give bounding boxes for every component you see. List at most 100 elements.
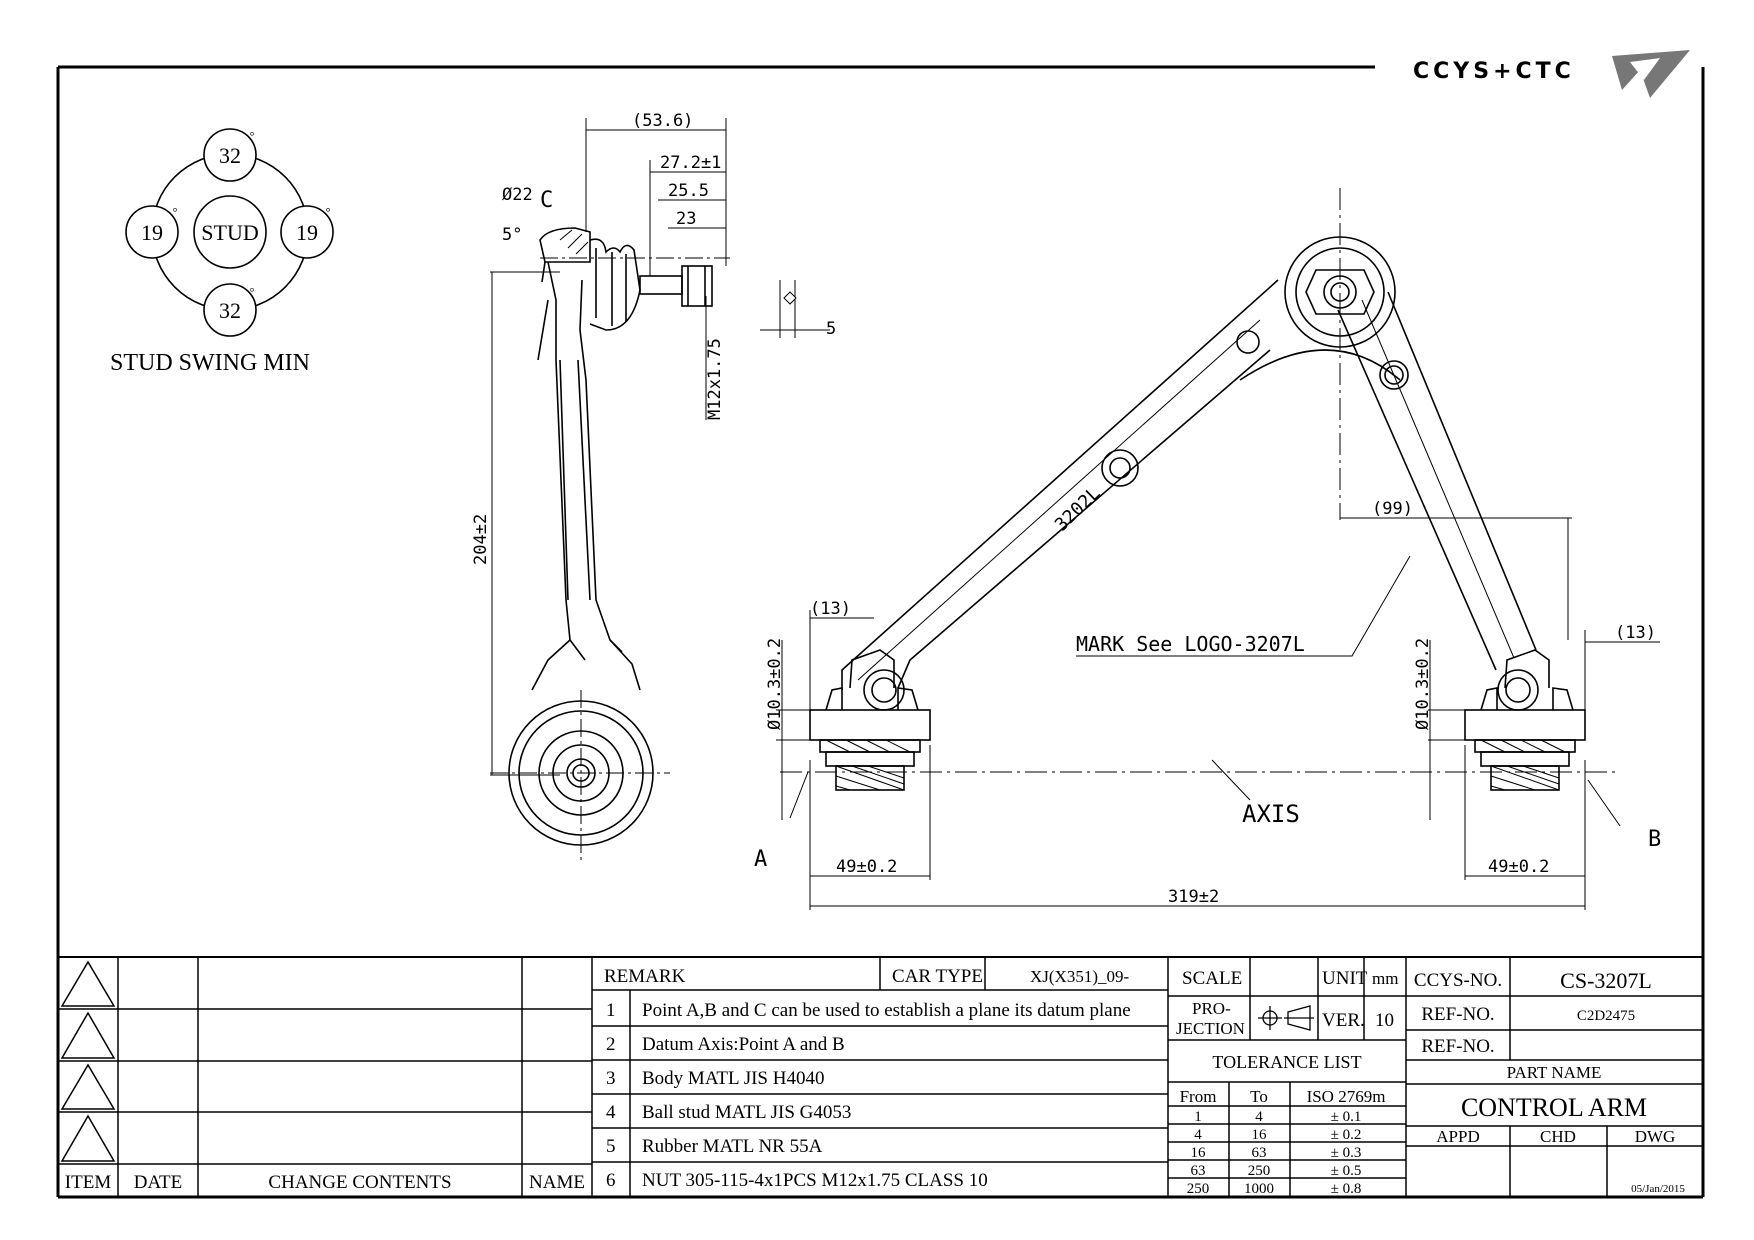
svg-text:Rubber MATL NR 55A: Rubber MATL NR 55A (642, 1136, 823, 1157)
spec-text: SCALE UNIT mm PRO- JECTION VER. 10 TOLER… (1176, 968, 1398, 1072)
svg-text:Point A,B and C can be used to: Point A,B and C can be used to establish… (642, 1000, 1131, 1021)
svg-text:To: To (1250, 1087, 1268, 1106)
svg-text:B: B (1648, 827, 1661, 852)
svg-text:Datum Axis:Point A and B: Datum Axis:Point A and B (642, 1034, 845, 1055)
svg-text:250: 250 (1248, 1163, 1271, 1179)
svg-text:± 0.2: ± 0.2 (1331, 1127, 1362, 1143)
svg-text:°: ° (173, 205, 178, 219)
side-view-dim-text: (53.6) 27.2±1 25.5 23 Ø22 5° C M12x1.75 … (471, 111, 836, 565)
side-view-dimensions (490, 118, 830, 776)
swing-right: 19 (296, 220, 318, 245)
spec-block (1168, 957, 1407, 1197)
drawing-date: 05/Jan/2015 (1631, 1183, 1685, 1195)
swing-top: 32 (219, 143, 241, 168)
swing-center: STUD (201, 220, 258, 245)
svg-text:5°: 5° (502, 225, 522, 245)
svg-text:± 0.1: ± 0.1 (1331, 1109, 1362, 1125)
remark-list: 1 Point A,B and C can be used to establi… (606, 1000, 1131, 1191)
svg-text:(13): (13) (1615, 623, 1656, 643)
svg-text:1000: 1000 (1244, 1181, 1274, 1197)
car-type-value: XJ(X351)_09- (1030, 967, 1129, 986)
title-block (1406, 957, 1703, 1197)
svg-text:AXIS: AXIS (1242, 800, 1300, 828)
svg-text:SCALE: SCALE (1182, 968, 1242, 989)
swing-bottom: 32 (219, 298, 241, 323)
svg-text:3202L: 3202L (1051, 483, 1105, 536)
svg-text:TOLERANCE LIST: TOLERANCE LIST (1212, 1052, 1361, 1072)
svg-text:PRO-: PRO- (1192, 999, 1231, 1018)
side-view-drawing (490, 227, 730, 860)
svg-text:(99): (99) (1372, 499, 1413, 519)
stud-swing-caption: STUD SWING MIN (110, 350, 310, 376)
svg-text:M12x1.75: M12x1.75 (705, 338, 725, 420)
svg-text:4: 4 (1255, 1109, 1263, 1125)
svg-text:250: 250 (1187, 1181, 1210, 1197)
svg-text:Ø10.3±0.2: Ø10.3±0.2 (1413, 638, 1433, 730)
svg-text:NUT 305-115-4x1PCS M12x1.75 CL: NUT 305-115-4x1PCS M12x1.75 CLASS 10 (642, 1170, 988, 1191)
tolerance-table: From To ISO 2769m 1 4 ± 0.1 4 16 ± 0.2 1… (1180, 1087, 1386, 1197)
svg-text:± 0.8: ± 0.8 (1331, 1181, 1362, 1197)
stud-swing-diagram (125, 128, 334, 337)
svg-text:CHANGE CONTENTS: CHANGE CONTENTS (268, 1172, 451, 1193)
svg-text:63: 63 (1191, 1163, 1206, 1179)
svg-text:A: A (754, 847, 767, 872)
remark-text: REMARK CAR TYPE XJ(X351)_09- (604, 966, 1129, 987)
plan-view-dimensions (776, 517, 1660, 910)
stud-swing-labels: 32 32 19 19 STUD ° ° ° ° STUD SWING MIN (110, 129, 331, 376)
svg-text:(13): (13) (810, 599, 851, 619)
ref-no-label-2: REF-NO. (1421, 1036, 1494, 1057)
ccys-no-value: CS-3207L (1560, 968, 1652, 993)
svg-text:63: 63 (1252, 1145, 1267, 1161)
remark-item: 5 (606, 1136, 616, 1157)
svg-text:MARK See LOGO-3207L: MARK See LOGO-3207L (1076, 632, 1305, 656)
revision-headers: ITEM DATE CHANGE CONTENTS NAME (65, 1172, 585, 1193)
title-block-text: CCYS-NO. CS-3207L REF-NO. C2D2475 REF-NO… (1414, 968, 1685, 1195)
remark-item: 6 (606, 1170, 616, 1191)
svg-text:CHD: CHD (1540, 1127, 1576, 1146)
svg-text:27.2±1: 27.2±1 (660, 153, 721, 173)
svg-text:NAME: NAME (529, 1172, 585, 1193)
ccys-no-label: CCYS-NO. (1414, 970, 1502, 991)
svg-text:± 0.5: ± 0.5 (1331, 1163, 1362, 1179)
car-type-label: CAR TYPE (892, 966, 983, 987)
svg-text:DWG: DWG (1635, 1127, 1676, 1146)
swing-left: 19 (141, 220, 163, 245)
revision-block (58, 957, 593, 1197)
ref-no-value: C2D2475 (1577, 1008, 1635, 1024)
plan-view-drawing (780, 188, 1620, 791)
svg-text:10: 10 (1375, 1010, 1394, 1031)
projection-symbol (1258, 1005, 1314, 1031)
svg-text:16: 16 (1191, 1145, 1207, 1161)
svg-text:mm: mm (1372, 969, 1398, 988)
svg-text:°: ° (250, 285, 255, 299)
svg-text:DATE: DATE (134, 1172, 183, 1193)
svg-text:UNIT: UNIT (1322, 968, 1368, 989)
svg-text:CCYS+CTC: CCYS+CTC (1413, 59, 1575, 84)
svg-text:ITEM: ITEM (65, 1172, 112, 1193)
remark-block (592, 957, 1169, 1197)
svg-text:49±0.2: 49±0.2 (1488, 857, 1549, 877)
svg-text:JECTION: JECTION (1176, 1019, 1245, 1038)
part-name-label: PART NAME (1507, 1063, 1602, 1082)
svg-text:VER.: VER. (1322, 1010, 1365, 1031)
remark-item: 3 (606, 1068, 616, 1089)
svg-text:Body MATL JIS H4040: Body MATL JIS H4040 (642, 1068, 824, 1089)
part-name: CONTROL ARM (1461, 1093, 1647, 1122)
remark-item: 2 (606, 1034, 616, 1055)
svg-text:ISO 2769m: ISO 2769m (1307, 1087, 1386, 1106)
svg-text:From: From (1180, 1087, 1217, 1106)
svg-text:(53.6): (53.6) (632, 111, 693, 131)
ref-no-label: REF-NO. (1421, 1004, 1494, 1025)
remark-item: 4 (606, 1102, 616, 1123)
svg-text:204±2: 204±2 (471, 514, 491, 565)
svg-text:23: 23 (676, 209, 696, 229)
svg-text:16: 16 (1252, 1127, 1268, 1143)
svg-text:Ø10.3±0.2: Ø10.3±0.2 (765, 638, 785, 730)
svg-text:°: ° (326, 205, 331, 219)
svg-text:C: C (540, 188, 553, 213)
svg-text:Ø22: Ø22 (502, 185, 533, 205)
svg-text:5: 5 (826, 319, 836, 339)
remark-item: 1 (606, 1000, 616, 1021)
svg-text:± 0.3: ± 0.3 (1331, 1145, 1362, 1161)
